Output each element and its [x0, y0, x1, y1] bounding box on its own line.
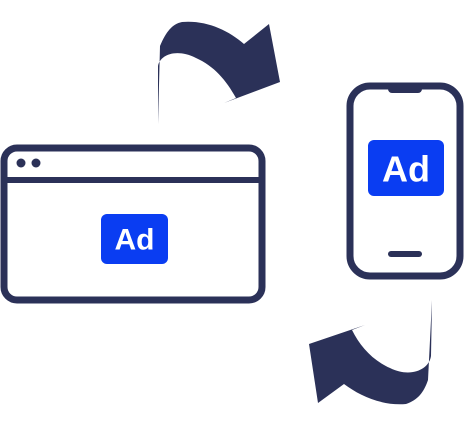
browser-dot-1: [16, 158, 26, 168]
phone-ad-badge: [368, 140, 444, 196]
browser-ad-badge: [101, 214, 168, 264]
browser-window-icon: Ad: [0, 144, 266, 304]
browser-dot-2: [31, 158, 41, 168]
phone-notch: [388, 84, 422, 93]
browser-frame: [0, 144, 266, 304]
phone-ad-label: Ad: [382, 149, 430, 190]
curved-arrow-top-icon: [158, 21, 280, 125]
phone-home-bar: [388, 251, 422, 257]
curved-arrow-bottom-icon: [309, 300, 432, 405]
browser-ad-label: Ad: [115, 224, 155, 257]
smartphone-icon: Ad: [346, 82, 464, 280]
